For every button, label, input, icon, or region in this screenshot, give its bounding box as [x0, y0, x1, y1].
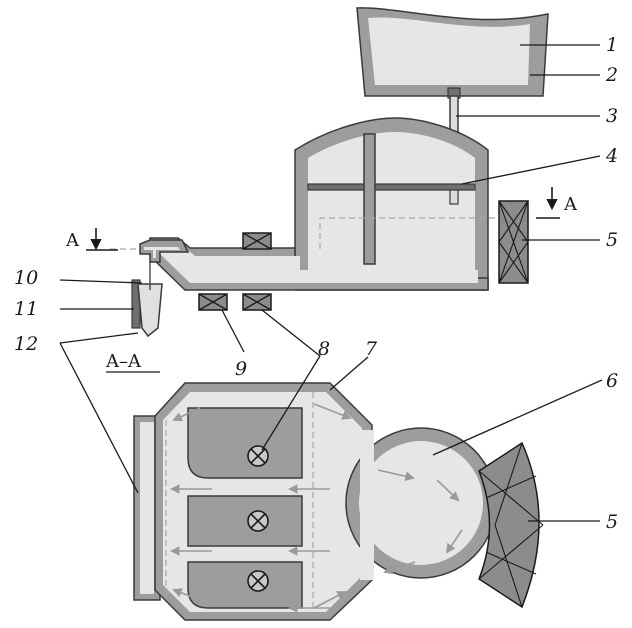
label-8: 8: [318, 338, 330, 360]
melt-surface: [307, 183, 476, 191]
label-9: 9: [235, 358, 247, 380]
section-view: [133, 382, 544, 621]
furnace-body: [110, 117, 500, 291]
coil-9: [198, 293, 228, 311]
pour-head: [139, 239, 190, 263]
label-4: 4: [605, 145, 618, 167]
label-5-bottom: 5: [606, 511, 618, 533]
section-caption: A–A: [105, 351, 142, 372]
section-letter-right: A: [563, 194, 578, 215]
label-10: 10: [14, 267, 38, 289]
ladle-melt: [368, 17, 530, 85]
mould: [131, 262, 163, 338]
stirrer-coil-top: [498, 200, 529, 284]
cell-bottom: [187, 561, 303, 609]
partition-wall: [363, 133, 376, 265]
cell-top: [187, 407, 303, 479]
label-12: 12: [14, 333, 38, 355]
leader-lines: [59, 44, 603, 522]
label-11: 11: [14, 298, 38, 320]
label-3: 3: [606, 105, 618, 127]
label-1: 1: [606, 34, 618, 56]
cell-middle: [187, 495, 303, 547]
label-7: 7: [365, 338, 378, 360]
ladle: [356, 7, 549, 99]
section-marker-left: A: [65, 228, 118, 251]
section-letter-left: A: [65, 230, 80, 251]
label-2: 2: [605, 64, 618, 86]
section-marker-right: A: [536, 187, 578, 219]
coil-8: [242, 293, 272, 311]
label-5-top: 5: [606, 229, 618, 251]
stirrer-coil-bottom: [478, 441, 544, 609]
inductor-coils: [198, 232, 272, 311]
label-6: 6: [606, 370, 618, 392]
coil-top: [242, 232, 272, 250]
